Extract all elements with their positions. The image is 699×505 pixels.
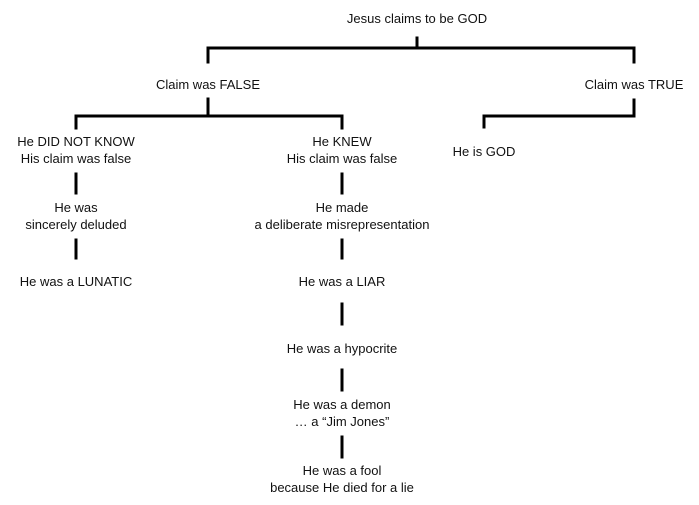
demon-node: He was a demon … a “Jim Jones” [293, 396, 391, 430]
hypocrite-text: He was a hypocrite [286, 341, 398, 356]
deluded-line-2: sincerely deluded [25, 217, 127, 232]
knew-node: He KNEW His claim was false [287, 133, 398, 167]
is-god-node: He is GOD [453, 143, 516, 160]
hypocrite-node: He was a hypocrite [287, 340, 398, 357]
fool-line-2: because He died for a lie [270, 480, 414, 495]
knew-line-2: His claim was false [286, 151, 398, 166]
root-claim: Jesus claims to be GOD [347, 10, 487, 27]
lunatic-text: He was a LUNATIC [19, 274, 133, 289]
liar-text: He was a LIAR [298, 274, 386, 289]
is-god-text: He is GOD [452, 144, 516, 159]
misrepresentation-node: He made a deliberate misrepresentation [255, 199, 430, 233]
deluded-node: He was sincerely deluded [25, 199, 126, 233]
fool-line-1: He was a fool [302, 463, 382, 478]
demon-line-2: … a “Jim Jones” [294, 414, 390, 429]
did-not-know-node: He DID NOT KNOW His claim was false [17, 133, 135, 167]
knew-line-1: He KNEW [312, 134, 372, 149]
claim-true-node: Claim was TRUE [585, 76, 684, 93]
lunatic-node: He was a LUNATIC [20, 273, 132, 290]
misrepresentation-line-1: He made [315, 200, 369, 215]
claim-true-text: Claim was TRUE [584, 77, 684, 92]
demon-line-1: He was a demon [293, 397, 391, 412]
did-not-know-line-1: He DID NOT KNOW [17, 134, 135, 149]
claim-false-text: Claim was FALSE [155, 77, 261, 92]
misrepresentation-line-2: a deliberate misrepresentation [254, 217, 430, 232]
root-claim-text: Jesus claims to be GOD [346, 11, 488, 26]
did-not-know-line-2: His claim was false [20, 151, 132, 166]
liar-node: He was a LIAR [299, 273, 386, 290]
claim-false-node: Claim was FALSE [156, 76, 260, 93]
fool-node: He was a fool because He died for a lie [270, 462, 414, 496]
deluded-line-1: He was [54, 200, 98, 215]
